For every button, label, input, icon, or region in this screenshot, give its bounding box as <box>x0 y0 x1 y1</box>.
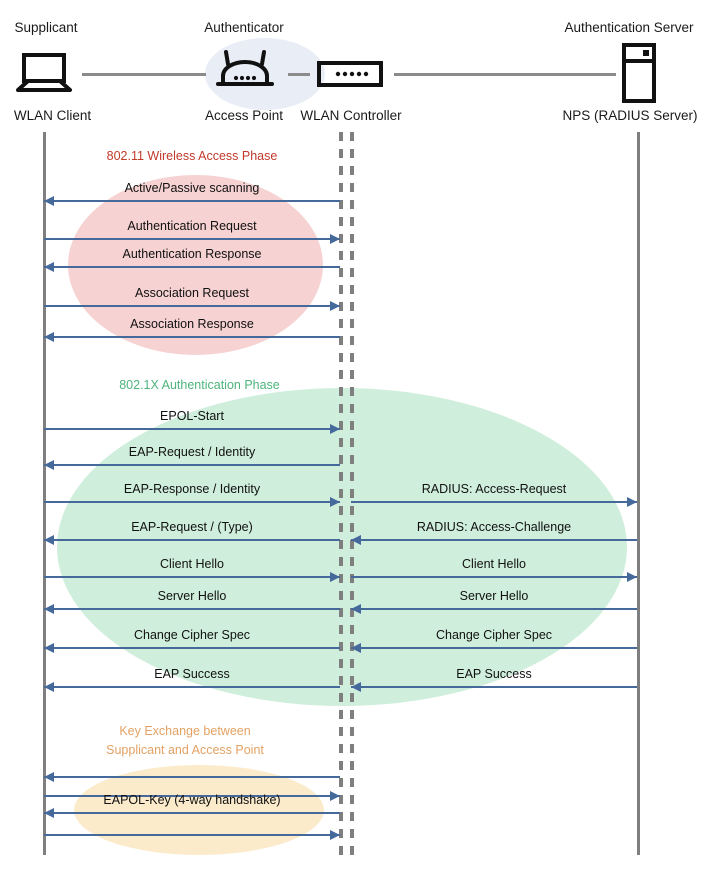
message-arrow-head-left <box>351 643 361 653</box>
message-arrow-line <box>351 647 637 649</box>
actor-caption-wlan-controller: WLAN Controller <box>300 108 402 123</box>
laptop-icon <box>16 53 72 92</box>
message-arrow-line <box>44 608 340 610</box>
message-arrow-line <box>44 647 340 649</box>
message-arrow-head-right <box>330 791 340 801</box>
message-arrow-head-right <box>330 234 340 244</box>
message-arrow-head-left <box>44 643 54 653</box>
link-client-to-ap <box>82 73 206 76</box>
message-arrow-line <box>44 576 340 578</box>
message-arrow-line <box>351 539 637 541</box>
message-arrow-line <box>44 795 340 797</box>
lifeline-access-point <box>339 132 343 855</box>
actor-role-supplicant: Supplicant <box>14 20 78 35</box>
message-label: Client Hello <box>160 557 224 571</box>
link-ap-to-controller <box>288 73 310 76</box>
message-arrow-head-right <box>330 830 340 840</box>
message-label: Authentication Request <box>127 219 257 233</box>
lifeline-authentication-server <box>637 132 640 855</box>
lifeline-supplicant <box>43 132 46 855</box>
message-arrow-head-left <box>44 808 54 818</box>
message-arrow-line <box>44 686 340 688</box>
message-label: Authentication Response <box>122 247 262 261</box>
actor-caption-access-point: Access Point <box>204 108 284 123</box>
link-controller-to-server <box>394 73 616 76</box>
server-icon <box>622 43 656 103</box>
message-arrow-head-left <box>351 682 361 692</box>
message-arrow-head-left <box>351 535 361 545</box>
message-label: Client Hello <box>462 557 526 571</box>
message-label: EAP-Response / Identity <box>123 482 261 496</box>
message-arrow-head-right <box>330 424 340 434</box>
message-arrow-line <box>44 428 340 430</box>
phase-ellipse-wireless-access <box>68 175 323 355</box>
message-label: Active/Passive scanning <box>124 181 260 195</box>
message-arrow-head-left <box>44 535 54 545</box>
message-arrow-head-right <box>330 572 340 582</box>
phase-label-key-exchange: Key Exchange between Supplicant and Acce… <box>75 722 295 760</box>
message-label: RADIUS: Access-Request <box>421 482 567 496</box>
message-arrow-head-left <box>351 604 361 614</box>
message-arrow-head-left <box>44 262 54 272</box>
message-label: EAP-Request / Identity <box>128 445 256 459</box>
message-arrow-head-right <box>330 301 340 311</box>
message-arrow-line <box>351 501 637 503</box>
phase-label-dot1x-auth: 802.1X Authentication Phase <box>119 378 280 392</box>
message-arrow-line <box>44 336 340 338</box>
message-arrow-head-right <box>627 572 637 582</box>
message-arrow-head-left <box>44 196 54 206</box>
message-label: EAP-Request / (Type) <box>131 520 253 534</box>
message-arrow-head-right <box>330 497 340 507</box>
message-arrow-line <box>44 464 340 466</box>
message-arrow-head-right <box>627 497 637 507</box>
message-arrow-line <box>44 238 340 240</box>
actor-caption-wlan-client: WLAN Client <box>13 108 92 123</box>
message-arrow-head-left <box>44 772 54 782</box>
message-label: EAP Success <box>456 667 532 681</box>
wlan-controller-icon <box>317 61 383 87</box>
access-point-icon <box>216 50 274 86</box>
message-label: Server Hello <box>157 589 227 603</box>
message-label: Change Cipher Spec <box>435 628 553 642</box>
message-label: Change Cipher Spec <box>133 628 251 642</box>
message-arrow-line <box>351 576 637 578</box>
phase-label-key-exchange-line2: Supplicant and Access Point <box>106 743 264 757</box>
message-label: EPOL-Start <box>160 409 224 423</box>
message-label: RADIUS: Access-Challenge <box>416 520 572 534</box>
phase-label-wireless-access: 802.11 Wireless Access Phase <box>106 149 278 163</box>
message-label: Association Request <box>135 286 249 300</box>
message-arrow-line <box>44 834 340 836</box>
message-arrow-line <box>44 200 340 202</box>
message-label: EAPOL-Key (4-way handshake) <box>103 793 281 807</box>
message-label: EAP Success <box>154 667 230 681</box>
message-label: Association Response <box>130 317 254 331</box>
lifeline-wlan-controller <box>350 132 354 855</box>
message-arrow-line <box>351 608 637 610</box>
phase-ellipse-key-exchange <box>74 765 324 855</box>
message-arrow-line <box>351 686 637 688</box>
message-arrow-head-left <box>44 604 54 614</box>
actor-role-authentication-server: Authentication Server <box>564 20 694 35</box>
message-arrow-line <box>44 501 340 503</box>
actor-role-authenticator: Authenticator <box>204 20 284 35</box>
message-label: Server Hello <box>459 589 529 603</box>
message-arrow-line <box>44 776 340 778</box>
message-arrow-line <box>44 305 340 307</box>
message-arrow-head-left <box>44 682 54 692</box>
phase-label-key-exchange-line1: Key Exchange between <box>119 724 251 738</box>
message-arrow-line <box>44 539 340 541</box>
message-arrow-head-left <box>44 460 54 470</box>
message-arrow-head-left <box>44 332 54 342</box>
actor-caption-nps-radius-server: NPS (RADIUS Server) <box>562 108 698 123</box>
message-arrow-line <box>44 266 340 268</box>
message-arrow-line <box>44 812 340 814</box>
